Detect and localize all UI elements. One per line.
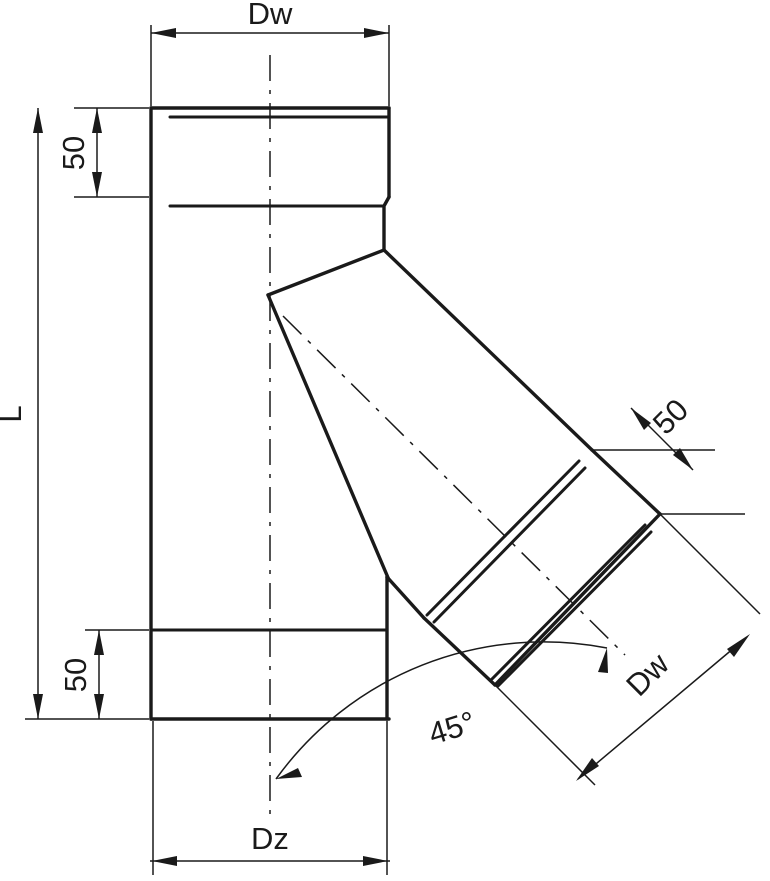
fifty-branch-label: 50 [646,392,695,441]
dimension-50-branch: 50 [592,392,745,515]
fifty-branch-arrow-upper [631,408,651,430]
dz-arrow-right [363,856,388,866]
fifty-top-arrow-down [92,172,102,197]
length-label: L [0,405,28,422]
fifty-bottom-arrow-down [94,694,104,719]
dz-arrow-left [152,856,177,866]
fifty-bottom-arrow-up [94,630,104,655]
dimension-50-top: 50 [56,107,149,198]
socket-seam-lines [149,115,391,632]
length-arrow-down [33,694,43,719]
dw-top-arrow-left [151,28,176,38]
fifty-top-label: 50 [56,136,91,170]
branch-upper-crotch [266,248,386,297]
fifty-bottom-label: 50 [58,658,93,692]
branch-seam-outer [432,466,587,624]
fifty-branch-arrow-lower [673,448,693,470]
dw-branch-arrow-lower [576,758,599,781]
dw-branch-ext-upper [659,513,761,615]
dimension-angle-45: 45° [275,641,608,780]
dimension-length-l: L [0,108,43,719]
branch-socket-lower-wall [422,616,497,687]
dz-label: Dz [251,821,289,856]
branch-seam-end-inner [490,523,647,681]
branch-centerline [282,315,626,656]
dimension-dw-top: Dw [150,0,390,106]
angle-label: 45° [424,704,479,751]
centerlines [269,55,626,820]
fifty-top-arrow-up [92,108,102,133]
branch-crotch-line [266,293,391,582]
angle-arc [275,641,608,780]
dw-branch-dimline [577,636,748,780]
length-arrow-up [33,108,43,133]
angle-arrow-right [598,648,608,673]
dimension-50-bottom: 50 [25,629,149,720]
branch-end-face [493,512,662,687]
dimension-dz-bottom: Dz [150,721,390,875]
dw-top-label: Dw [248,0,293,31]
angle-arrow-left [276,768,302,779]
branch-upper-wall [382,248,594,452]
dw-branch-label: Dw [619,646,676,703]
branch-seam-inner [425,459,581,617]
branch-socket-upper-wall [590,448,662,516]
dw-branch-arrow-upper [727,634,750,657]
branch-socket-seams [425,459,653,688]
branch-lower-wall [385,575,426,620]
dw-branch-ext-lower [494,684,596,786]
branch-seam-end-outer [496,530,653,688]
dw-top-arrow-right [364,28,389,38]
branch-pipe-outline [266,248,662,687]
